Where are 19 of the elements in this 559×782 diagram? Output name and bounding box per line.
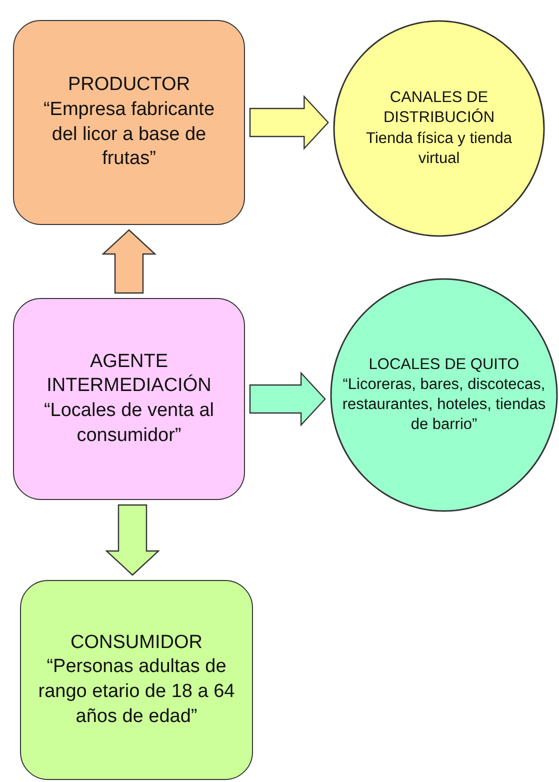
node-title: AGENTE INTERMEDIACIÓN [46,350,212,398]
node-title: CONSUMIDOR [70,630,202,655]
node-title: LOCALES DE QUITO [368,354,520,375]
block-arrow [249,371,326,427]
node-title: PRODUCTOR [68,73,190,98]
process-box [13,298,245,500]
block-arrow [101,229,157,294]
node-description: Tienda física y tienda virtual [365,128,513,169]
node-title: CANALES DE DISTRIBUCIÓN [382,88,496,128]
process-box [13,20,245,225]
node-description: “Locales de venta al consumidor” [42,399,216,448]
process-box [20,580,253,780]
block-arrow [104,504,160,576]
ellipse-node [333,20,545,237]
block-arrow [249,94,329,150]
ellipse-node [330,278,558,512]
node-description: “Personas adultas de rango etario de 18 a 64 años de edad” [37,655,236,729]
node-description: “Empresa fabricante del licor a base de frutas” [42,98,216,172]
node-description: “Licoreras, bares, discotecas, restaurantes, hoteles, tiendas de barrio” [341,374,547,436]
